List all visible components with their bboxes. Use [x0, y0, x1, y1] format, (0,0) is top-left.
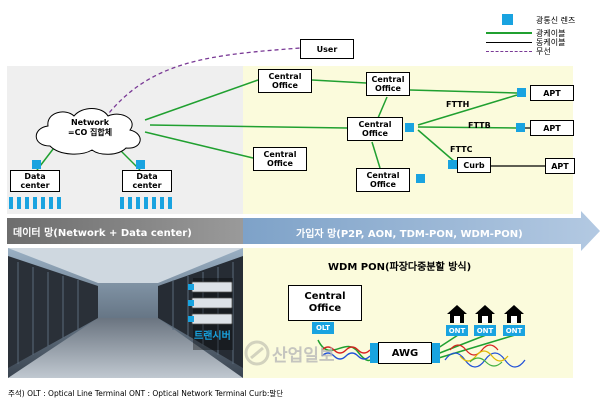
- wave-red: [321, 346, 371, 354]
- ont-3-label: ONT: [505, 326, 523, 335]
- fiber-co1-co2: [311, 79, 367, 84]
- ftth-label: FTTH: [446, 100, 470, 109]
- apt2-lens: [516, 123, 525, 132]
- wave-awg-blue: [444, 352, 526, 368]
- fiber-co2-comid: [377, 96, 388, 119]
- fiber-comid-cobot: [371, 141, 381, 169]
- ont-badge-3: ONT: [503, 325, 525, 336]
- legend-fiber-label: 광케이블: [536, 29, 566, 38]
- legend-lens-label: 광통신 렌즈: [536, 16, 576, 25]
- olt-badge: OLT: [312, 322, 334, 334]
- fiber-network-co-low: [144, 131, 254, 159]
- network-label: Network =CO 집합체: [52, 118, 128, 138]
- wave-awg-red: [449, 344, 499, 356]
- wave-awg-green: [469, 357, 503, 367]
- central-office-2: Central Office: [366, 72, 410, 96]
- wireless-link: [104, 47, 301, 119]
- co-hub-label: Central Office: [358, 120, 392, 138]
- dc2-servers: [120, 197, 176, 209]
- fttb-label: FTTB: [468, 121, 491, 130]
- banner-right-text: 가입자 망(P2P, AON, TDM-PON, WDM-PON): [296, 229, 523, 240]
- legend-copper-label: 동케이블: [536, 38, 566, 47]
- wdm-title: WDM PON(파장다중분할 방식): [328, 262, 472, 273]
- ont-badge-1: ONT: [446, 325, 468, 336]
- dc1-lens: [32, 160, 41, 169]
- user-box: User: [300, 39, 354, 59]
- fiber-co2-apt: [409, 89, 518, 94]
- apt-2: APT: [530, 120, 574, 136]
- fiber-ftth: [417, 94, 518, 126]
- awg-lens-left: [370, 343, 378, 363]
- fiber-network-co-mid: [149, 124, 348, 129]
- apt-3: APT: [545, 158, 575, 174]
- data-center-2: Data center: [122, 170, 172, 192]
- fiber-network-co1: [144, 79, 259, 121]
- wdm-co-label: Central Office: [304, 291, 346, 314]
- central-office-4: Central Office: [356, 168, 410, 192]
- footnote: 주석) OLT : Optical Line Terminal ONT : Op…: [8, 389, 284, 398]
- co2-label: Central Office: [371, 75, 405, 93]
- network-label-text: Network =CO 집합체: [67, 118, 113, 137]
- data-center-1: Data center: [10, 170, 60, 192]
- ont-1-label: ONT: [448, 326, 466, 335]
- house-icon-1: [447, 305, 467, 323]
- curb-lens: [448, 160, 457, 169]
- central-office-hub: Central Office: [347, 117, 403, 141]
- co3-label: Central Office: [263, 150, 297, 168]
- watermark-text: 산업일보: [272, 346, 335, 366]
- central-office-1: Central Office: [258, 69, 312, 93]
- transceiver-modules: [188, 281, 233, 325]
- curb-box: Curb: [457, 157, 491, 173]
- legend-wireless-line: [486, 51, 532, 52]
- co4-label: Central Office: [366, 171, 400, 189]
- banner-left-text: 데이터 망(Network + Data center): [13, 227, 192, 239]
- data-center-1-label: Data center: [20, 172, 50, 190]
- fttc-label: FTTC: [450, 145, 473, 154]
- central-office-3: Central Office: [253, 147, 307, 171]
- co1-label: Central Office: [268, 72, 302, 90]
- wdm-central-office: Central Office: [288, 285, 362, 321]
- apt-1: APT: [530, 85, 574, 101]
- co4-lens: [416, 174, 425, 183]
- data-center-2-label: Data center: [132, 172, 162, 190]
- legend-wireless-label: 무선: [536, 47, 551, 56]
- awg-lens-right: [432, 343, 440, 363]
- apt1-lens: [517, 88, 526, 97]
- co-hub-lens: [405, 123, 414, 132]
- fiber-awg-ont3: [431, 334, 516, 361]
- watermark-logo-icon: [244, 340, 270, 366]
- ont-2-label: ONT: [476, 326, 494, 335]
- banner-left: 데이터 망(Network + Data center): [7, 218, 243, 244]
- banner-right-arrow: [243, 211, 600, 251]
- house-icon-2: [475, 305, 495, 323]
- house-icon-3: [504, 305, 524, 323]
- dc1-servers: [9, 197, 65, 209]
- network-cloud: [35, 108, 141, 155]
- legend-fiber-line: [486, 32, 532, 34]
- legend-lens-swatch: [502, 14, 513, 25]
- legend-copper-line: [486, 42, 532, 43]
- transceiver-label: 트랜시버: [194, 331, 231, 342]
- fiber-fttc: [417, 129, 456, 163]
- ont-badge-2: ONT: [474, 325, 496, 336]
- wave-blue: [321, 352, 371, 360]
- olt-label: OLT: [315, 324, 331, 332]
- awg-box: AWG: [378, 342, 432, 364]
- dc2-lens: [136, 160, 145, 169]
- wave-awg-yellow: [459, 350, 509, 362]
- fiber-fttb: [417, 126, 517, 129]
